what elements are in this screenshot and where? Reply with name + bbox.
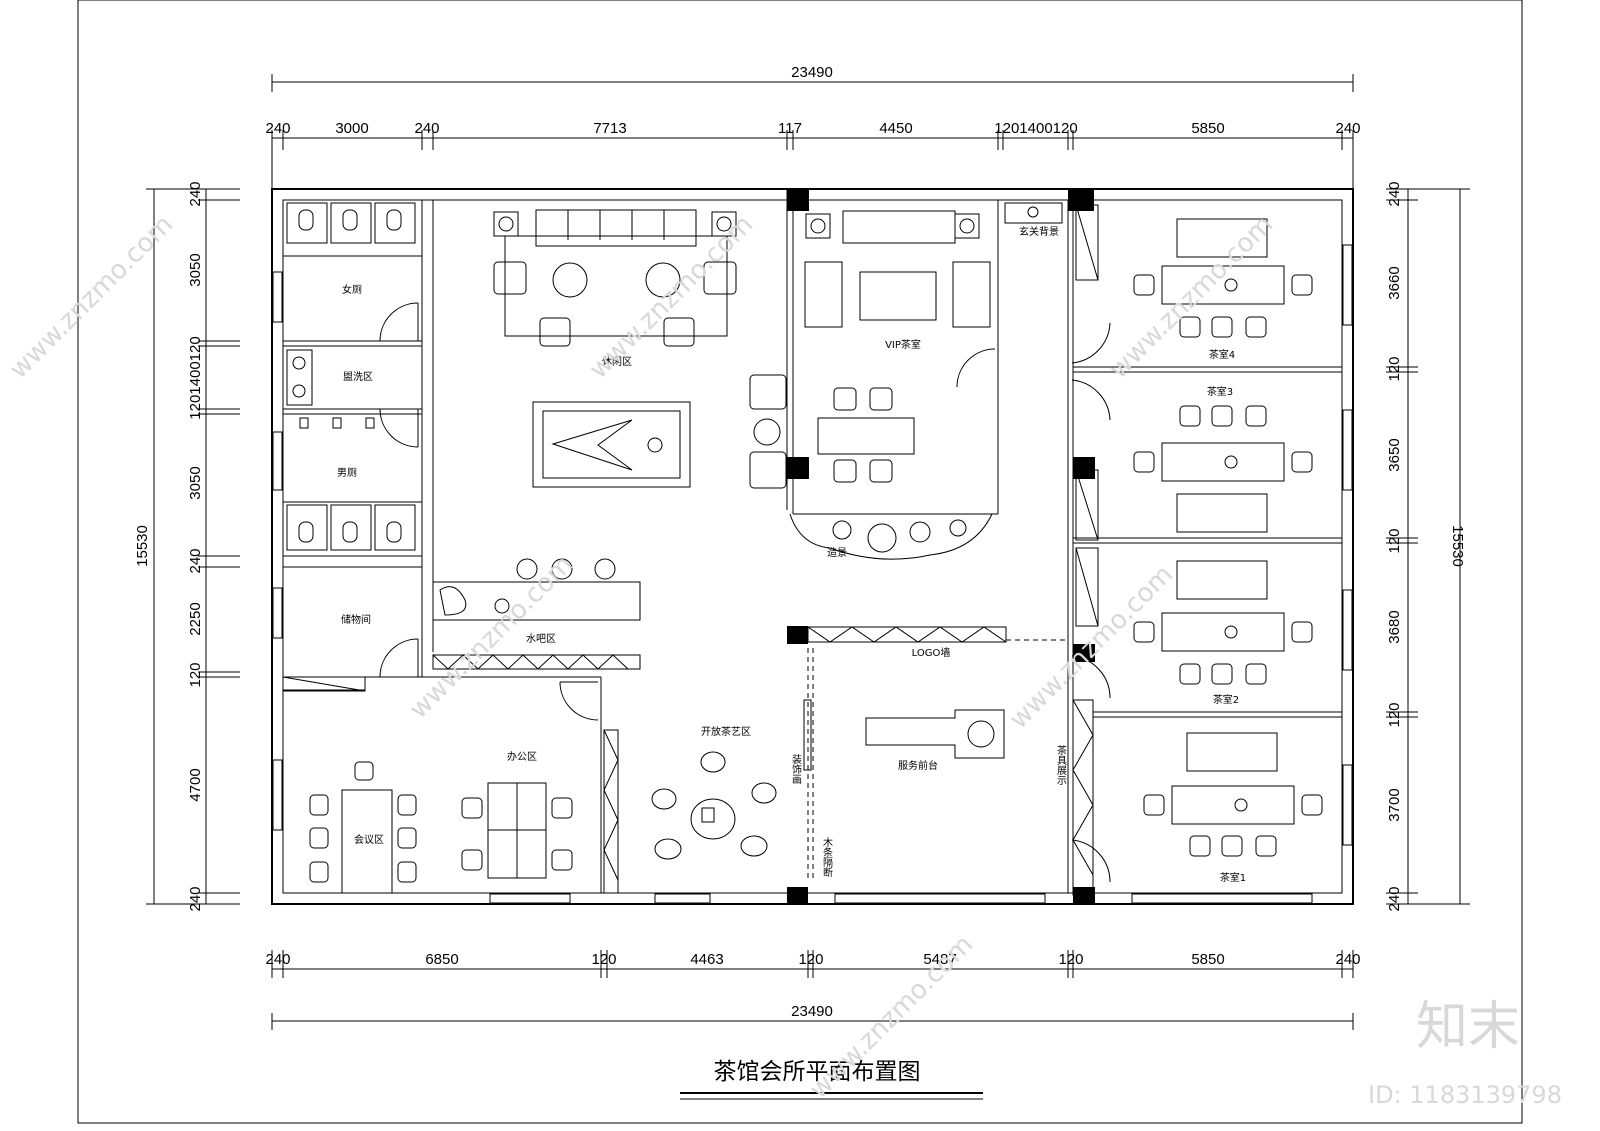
label-landscape: 造景	[827, 546, 847, 559]
top-dim-8: 5850	[1191, 120, 1224, 137]
bottom-dim-2: 6850	[425, 951, 458, 968]
top-dimensions	[271, 74, 1354, 190]
watermark-brand: 知末	[1416, 997, 1520, 1057]
label-tea-room-3: 茶室3	[1207, 385, 1233, 398]
left-dim-6: 2250	[187, 602, 204, 635]
billiard-table	[532, 401, 691, 488]
left-dim-8: 4700	[187, 768, 204, 801]
right-dim-2: 3660	[1386, 266, 1403, 299]
bottom-dim-3: 120	[591, 951, 616, 968]
right-dimensions	[1386, 188, 1470, 905]
right-dim-6: 3680	[1386, 610, 1403, 643]
right-dim-1: 240	[1386, 181, 1403, 206]
label-lounge: 休闲区	[602, 355, 632, 368]
drawing-title: 茶馆会所平面布置图	[714, 1059, 921, 1085]
top-dim-4: 7713	[593, 120, 626, 137]
right-dim-3: 120	[1386, 356, 1403, 381]
meeting-table	[309, 761, 417, 894]
toilet-stalls-women	[286, 202, 416, 244]
left-wing-walls	[283, 200, 434, 677]
bar-counter	[432, 558, 641, 670]
lounge-chairs	[749, 374, 787, 489]
left-dim-1: 240	[187, 181, 204, 206]
label-bar: 水吧区	[526, 633, 556, 645]
watermark-site-3: www.znzmo.com	[1104, 210, 1279, 385]
right-dim-7: 120	[1386, 702, 1403, 727]
logo-wall	[787, 626, 1068, 880]
bottom-dim-9: 240	[1335, 951, 1360, 968]
tea-room-1-furniture	[1143, 732, 1323, 857]
teaware-display	[787, 457, 1095, 904]
lounge-sofa-set	[493, 209, 737, 347]
bottom-dim-6: 5487	[923, 951, 956, 968]
label-tea-room-4: 茶室4	[1209, 348, 1235, 361]
tea-room-4-furniture	[1133, 218, 1313, 338]
vip-furniture	[804, 210, 996, 483]
bottom-total-dimension: 23490	[791, 1003, 833, 1020]
watermark-site-1: www.znzmo.com	[4, 210, 179, 385]
left-dim-5: 240	[187, 548, 204, 573]
sheet-frame	[77, 0, 1523, 1124]
left-dimensions	[146, 188, 240, 905]
bottom-dimensions	[271, 950, 1354, 1030]
top-dim-7: 1201400120	[994, 120, 1077, 137]
label-entrance-background: 玄关背景	[1019, 225, 1059, 238]
top-dim-1: 240	[265, 120, 290, 137]
tea-room-2-furniture	[1133, 560, 1313, 685]
bottom-dim-5: 120	[798, 951, 823, 968]
toilet-stalls-men	[286, 417, 416, 551]
windows	[272, 244, 1353, 904]
label-reception: 服务前台	[898, 759, 938, 772]
label-meeting: 会议区	[354, 833, 384, 846]
landscape-feature	[789, 513, 993, 560]
top-dim-9: 240	[1335, 120, 1360, 137]
open-tea-area	[651, 751, 777, 860]
label-logo-wall: LOGO墙	[912, 646, 951, 659]
label-tea-room-1: 茶室1	[1220, 871, 1246, 884]
top-dim-2: 3000	[335, 120, 368, 137]
label-open-tea-area: 开放茶艺区	[701, 725, 751, 738]
office-desks	[461, 782, 573, 879]
label-decorative-painting: 装饰画	[790, 753, 802, 785]
bottom-dim-1: 240	[265, 951, 290, 968]
entrance-background-wall	[1004, 202, 1063, 224]
label-vip-tea-room: VIP茶室	[885, 338, 921, 351]
bottom-dim-7: 120	[1058, 951, 1083, 968]
label-tea-room-2: 茶室2	[1213, 693, 1239, 706]
label-washroom: 盥洗区	[343, 371, 373, 383]
right-dim-5: 120	[1386, 528, 1403, 553]
top-dim-3: 240	[414, 120, 439, 137]
top-total-dimension: 23490	[791, 64, 833, 81]
left-total-dimension: 15530	[134, 525, 151, 567]
bottom-dim-4: 4463	[690, 951, 723, 968]
doors-left-wing	[379, 302, 599, 721]
label-storage: 储物间	[341, 613, 371, 626]
right-total-dimension: 15530	[1449, 525, 1466, 567]
watermark-id: ID: 1183139798	[1368, 1081, 1562, 1109]
right-dim-4: 3650	[1386, 438, 1403, 471]
left-dim-3: 1201400120	[187, 336, 204, 419]
top-dim-5: 117	[778, 120, 802, 137]
tea-rooms-walls	[1067, 200, 1342, 893]
label-wood-partition: 木条隔断	[821, 837, 833, 878]
label-office: 办公区	[507, 750, 537, 763]
top-dim-6: 4450	[879, 120, 912, 137]
watermark-site-5: www.znzmo.com	[1004, 560, 1179, 735]
label-mens-wc: 男厕	[337, 467, 357, 479]
office-walls	[282, 676, 619, 894]
tea-room-3-furniture	[1133, 405, 1313, 533]
left-dim-2: 3050	[187, 253, 204, 286]
left-dim-4: 3050	[187, 466, 204, 499]
left-dim-7: 120	[187, 662, 204, 687]
right-dim-8: 3700	[1386, 788, 1403, 821]
washbasin-counter	[286, 349, 313, 406]
label-teaware-display: 茶具展示	[1055, 744, 1067, 785]
exterior-walls	[271, 188, 1354, 905]
label-womens-wc: 女厕	[342, 283, 362, 296]
left-dim-9: 240	[187, 886, 204, 911]
right-dim-9: 240	[1386, 886, 1403, 911]
reception-desk	[865, 709, 1005, 759]
bottom-dim-8: 5850	[1191, 951, 1224, 968]
